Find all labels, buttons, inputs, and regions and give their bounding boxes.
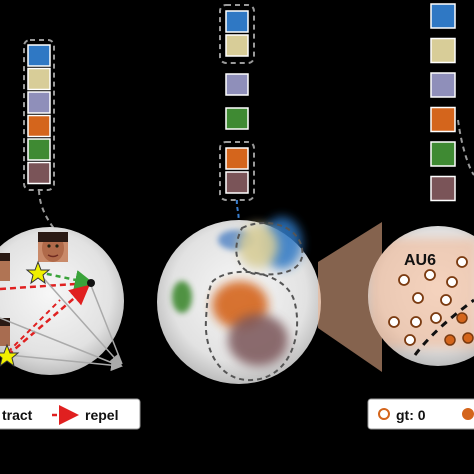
feature-cell-brown [27, 161, 51, 185]
feature-cell-beige [430, 37, 456, 64]
left-feature-stack [23, 39, 55, 191]
star-marker-bottom [0, 343, 20, 368]
feature-cell-beige [27, 67, 51, 91]
right-feature-stack [430, 3, 456, 202]
feature-cell-blue [430, 3, 456, 29]
gt0-point [424, 269, 436, 281]
gt0-point [456, 256, 468, 268]
cluster-outline-bottom [204, 270, 299, 382]
feature-cell-green [225, 107, 249, 130]
feature-cell-lavender [430, 72, 456, 98]
legend-attract-label: tract [2, 407, 33, 423]
anchor-point [87, 279, 95, 287]
legend-left: tract repel [0, 398, 141, 430]
right-stack-connector [457, 119, 474, 176]
feature-cell-green [27, 138, 51, 161]
gt0-point [404, 334, 416, 346]
feature-cell-lavender [225, 73, 249, 96]
feature-cell-orange [27, 114, 51, 138]
repel-line-diagonal [7, 284, 90, 356]
middle-bottom-stack-frame [219, 141, 255, 201]
face-thumbnail-left-bottom [0, 318, 10, 346]
middle-stack-connector [235, 199, 240, 223]
gt0-point [440, 294, 452, 306]
left-sphere [0, 227, 124, 375]
gt0-point [398, 274, 410, 286]
left-embedding-sphere [0, 227, 124, 375]
projection-cone [318, 222, 382, 372]
blob-brown [228, 314, 288, 366]
feature-cell-green [430, 141, 456, 167]
legend-repel-label: repel [85, 407, 118, 423]
face-thumbnail-left-top [0, 253, 10, 281]
repel-line-short [7, 299, 61, 353]
gt1-point [456, 312, 468, 324]
feature-cell-blue [225, 10, 249, 33]
feature-cell-beige [225, 34, 249, 57]
middle-top-stack-frame [219, 4, 255, 64]
gray-line-3 [7, 354, 123, 372]
gray-line-1 [37, 271, 122, 367]
legend-right-box [367, 398, 474, 430]
gt1-point [462, 332, 474, 344]
gt1-point [444, 334, 456, 346]
face-thumbnail-top [38, 232, 68, 262]
legend-right: gt: 0 [367, 398, 474, 430]
gt0-point [412, 292, 424, 304]
feature-cell-brown [225, 171, 249, 194]
middle-feature-stacks [219, 4, 255, 201]
feature-cell-brown [430, 175, 456, 202]
blob-green [172, 281, 192, 313]
legend-gt1-marker [462, 408, 474, 420]
feature-cell-blue [27, 44, 51, 67]
gray-line-4 [0, 317, 121, 367]
right-embedding-sphere: AU6 [368, 226, 474, 366]
legend-gt0-marker [378, 408, 390, 420]
middle-embedding-sphere [157, 217, 321, 384]
gt0-point [430, 312, 442, 324]
gt0-point [446, 276, 458, 288]
gray-line-2 [89, 282, 123, 365]
legend-gt0-label: gt: 0 [396, 407, 426, 423]
gt0-point [388, 316, 400, 328]
au-label: AU6 [404, 252, 436, 269]
blob-beige [238, 224, 278, 268]
feature-cell-orange [430, 106, 456, 133]
star-marker-top [25, 260, 51, 285]
feature-cell-orange [225, 147, 249, 170]
feature-cell-lavender [27, 91, 51, 114]
gt0-point [410, 316, 422, 328]
